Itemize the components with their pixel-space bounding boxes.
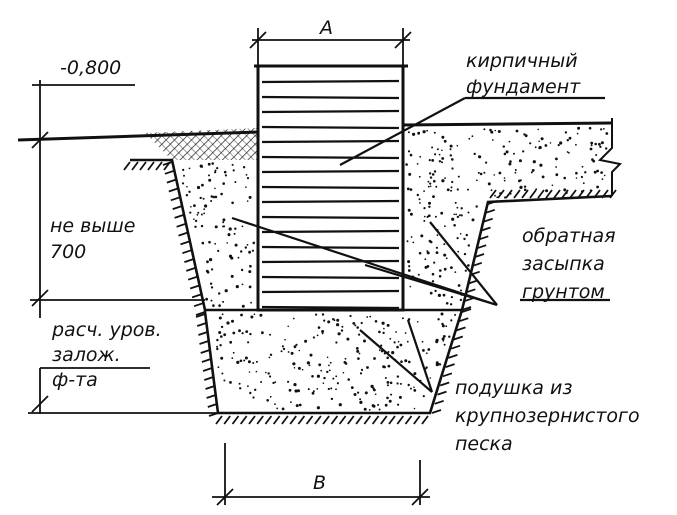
trench-wall-hatching [123,161,617,425]
brick-courses [261,79,400,310]
ground-line [17,130,259,142]
depth-note-label: не выше 700 [50,215,136,263]
brick-foundation-label: кирпичный фундамент [466,50,581,98]
backfill-soil [172,125,612,413]
dimension-a-label: A [320,17,333,39]
depth-dimension [28,80,222,414]
sand-dots [181,126,609,411]
design-level-label: расч. уров. залож. ф-та [52,319,162,391]
backfill-label: обратная засыпка грунтом [522,225,616,303]
leader-lines [231,96,610,393]
dimension-b [212,443,430,506]
dimension-a [249,28,412,66]
sand-cushion-label: подушка из крупнозернистого песка [455,377,640,455]
dimension-b-label: B [313,472,327,494]
elevation-label: -0,800 [60,57,122,79]
brick-foundation [254,64,408,312]
break-mark [597,118,623,196]
